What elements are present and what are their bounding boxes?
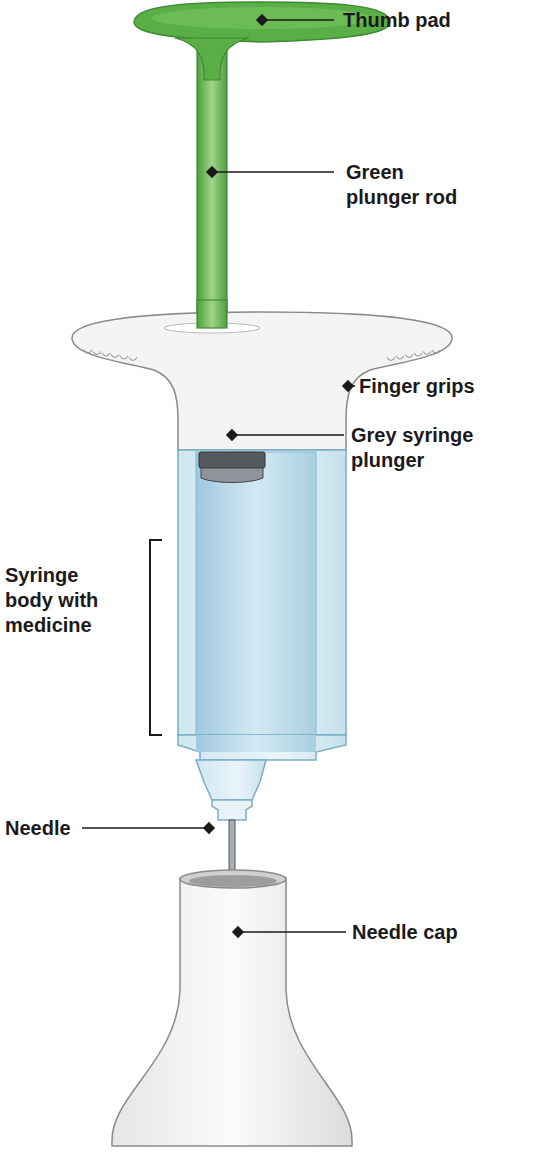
- part-label: Grey syringe plunger: [351, 423, 486, 473]
- needle-cap: [112, 878, 352, 1146]
- medicine: [196, 452, 316, 735]
- grip-bump: [102, 353, 110, 356]
- grip-bump: [93, 352, 101, 355]
- part-label: Syringe body with medicine: [5, 563, 117, 638]
- plunger-rod: [197, 38, 227, 338]
- part-label: Needle: [5, 816, 79, 841]
- grip-bump: [423, 352, 431, 355]
- part-label: Green plunger rod: [346, 160, 471, 210]
- grip-bump: [432, 350, 440, 353]
- part-label: Finger grips: [359, 374, 529, 399]
- syringe-body: [178, 450, 346, 735]
- grip-bump: [120, 356, 128, 359]
- grip-bump: [396, 356, 404, 359]
- grip-bump: [414, 353, 422, 356]
- grip-bump: [84, 350, 92, 353]
- grip-bump: [129, 358, 137, 361]
- bracket: [150, 540, 162, 735]
- grip-bump: [111, 355, 119, 358]
- part-label: Thumb pad: [343, 8, 523, 33]
- thumb-pad-neck: [175, 38, 249, 80]
- leader-lines: [82, 15, 355, 937]
- grip-bump: [405, 355, 413, 358]
- part-label: Needle cap: [352, 920, 522, 945]
- grip-bump: [387, 358, 395, 361]
- grey-plunger: [199, 452, 265, 468]
